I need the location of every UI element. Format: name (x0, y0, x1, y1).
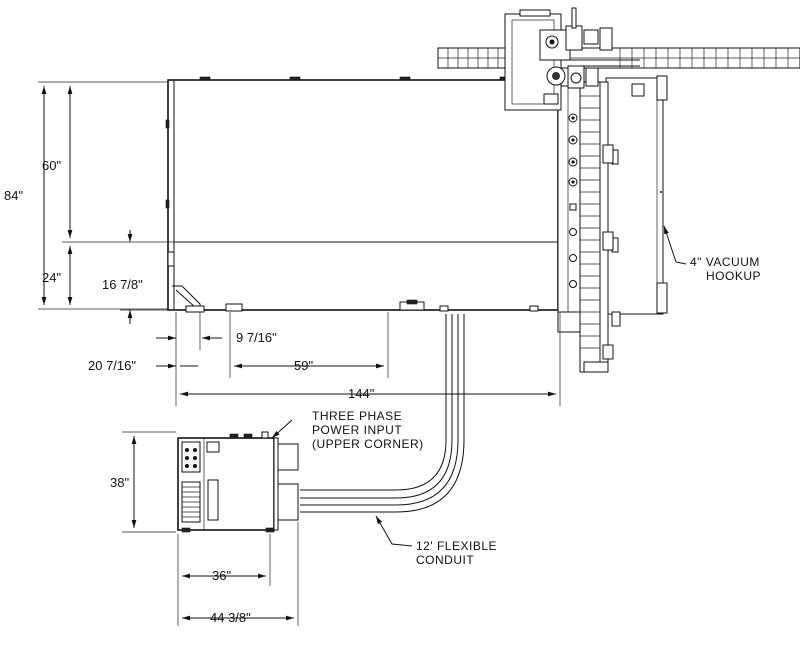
dim-38: 38" (110, 475, 129, 490)
dim-9-7-16: 9 7/16" (236, 330, 277, 345)
power-input-label-3: (UPPER CORNER) (312, 437, 424, 451)
flexible-conduit (300, 314, 465, 513)
control-cabinet (177, 431, 299, 533)
dimension-labels: 84" 60" 24" 16 7/8" 9 7/16" 20 7/16" 59"… (4, 158, 375, 625)
vacuum-hookup-label-1: 4" VACUUM (690, 255, 760, 269)
note-labels: 4" VACUUM HOOKUP THREE PHASE POWER INPUT… (312, 255, 761, 567)
dim-44-3-8: 44 3/8" (210, 610, 251, 625)
top-rail (437, 47, 800, 69)
dim-144: 144" (348, 386, 375, 401)
power-input-label-2: POWER INPUT (312, 423, 402, 437)
conduit-label-2: CONDUIT (416, 553, 474, 567)
vacuum-hookup-label-2: HOOKUP (706, 269, 761, 283)
power-input-label-1: THREE PHASE (312, 409, 402, 423)
vacuum-bed (605, 75, 668, 327)
dim-60: 60" (42, 158, 61, 173)
dim-16-7-8: 16 7/8" (102, 277, 143, 292)
main-table (165, 76, 559, 313)
dim-20-7-16: 20 7/16" (88, 358, 136, 373)
dim-59: 59" (294, 358, 313, 373)
dimension-lines (38, 81, 687, 626)
dim-36: 36" (212, 568, 231, 583)
dim-24: 24" (42, 270, 61, 285)
gantry (557, 81, 614, 373)
dim-84: 84" (4, 188, 23, 203)
conduit-label-1: 12' FLEXIBLE (416, 539, 497, 553)
spindle-head (504, 7, 645, 111)
